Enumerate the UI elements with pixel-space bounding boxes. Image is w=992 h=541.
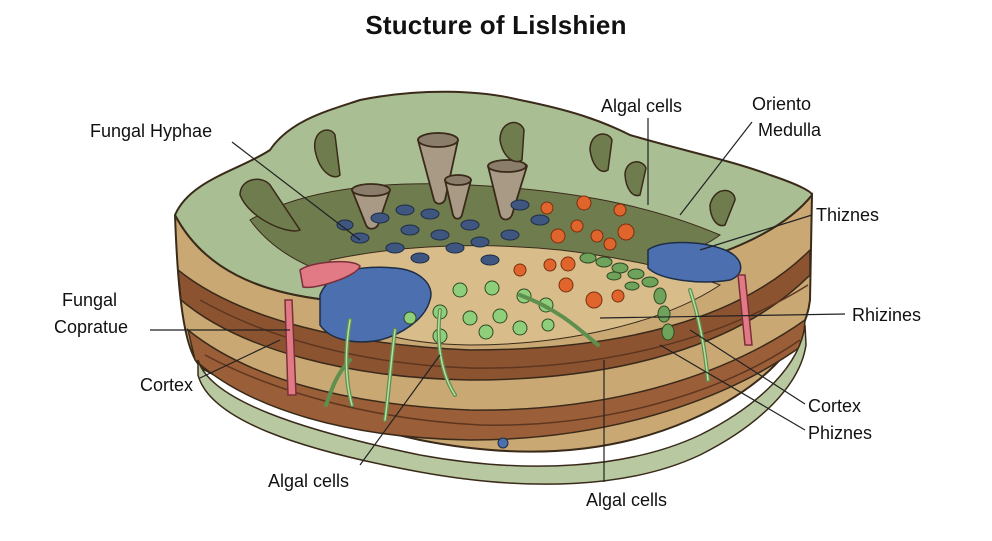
- label-rhizines: Rhizines: [852, 305, 922, 325]
- leader-lines: [150, 118, 846, 482]
- orange-algal-cells: [513, 195, 635, 309]
- label-thiznes: Thiznes: [816, 205, 880, 225]
- label-medulla: Medulla: [758, 120, 822, 140]
- light-green-algal-cells: [403, 280, 555, 344]
- label-cortex-left: Cortex: [140, 375, 194, 395]
- strata-band-upper: [177, 248, 811, 381]
- rhizines: [284, 260, 753, 396]
- algal-mass-right: [647, 241, 742, 283]
- base-rim: [197, 324, 807, 485]
- apothecia-group: [351, 132, 528, 230]
- blue-algal-cells: [336, 199, 550, 266]
- green-algal-chain: [579, 252, 675, 341]
- label-copratue: Copratue: [54, 317, 129, 337]
- label-fungal: Fungal: [62, 290, 118, 310]
- label-algal-cells-top: Algal cells: [601, 96, 683, 116]
- label-algal-cells-bottom-left: Algal cells: [268, 471, 350, 491]
- moss-lobes: [239, 121, 736, 232]
- label-oriento: Oriento: [752, 94, 812, 114]
- blue-particle: [497, 437, 509, 449]
- label-phiznes: Phiznes: [808, 423, 873, 443]
- label-algal-cells-bottom-center: Algal cells: [586, 490, 668, 510]
- fungal-hyphae-strands-light: [345, 289, 709, 421]
- label-cortex-right: Cortex: [808, 396, 862, 416]
- diagram-title: Stucture of Lislshien: [365, 10, 627, 40]
- label-fungal-hyphae: Fungal Hyphae: [90, 121, 213, 141]
